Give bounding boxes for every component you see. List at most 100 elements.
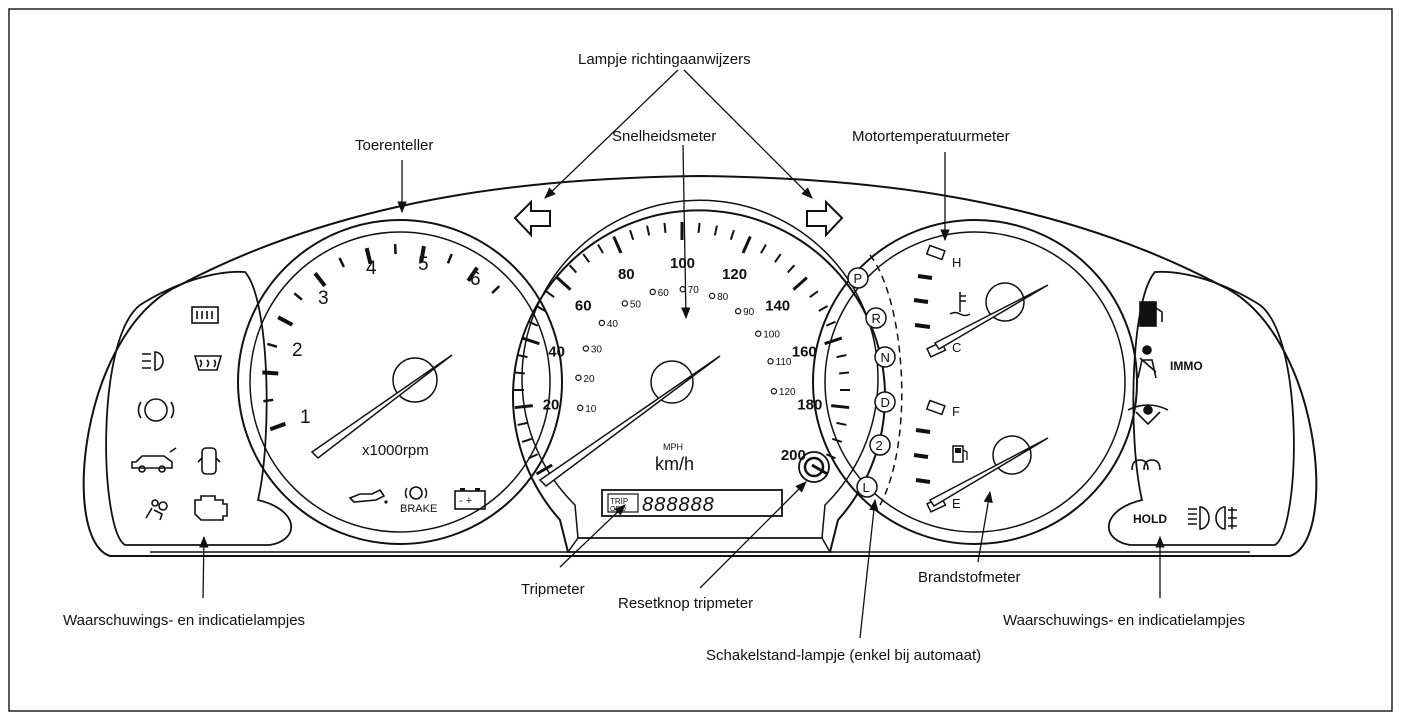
kmh-number: 40 [548,343,565,360]
speedo-tick [713,225,718,236]
oil-pressure-icon [348,488,388,504]
label-warning-left: Waarschuwings- en indicatielampjes [63,612,305,629]
speedo-bottom-plate [566,537,832,553]
mph-number: 100 [763,330,780,341]
speedo-tick [729,229,735,241]
speedo-tick [792,276,808,291]
speedo-tick [514,404,533,410]
rear-defrost-icon [191,306,219,324]
abs-icon [137,398,175,422]
label-gear-indicator: Schakelstand-lampje (enkel bij automaat) [706,647,981,664]
gear-ring [865,307,887,329]
tach-num-6: 6 [470,269,481,290]
fuel-full-label: F [952,404,960,419]
speedo-tick [774,253,782,263]
label-warning-right: Waarschuwings- en indicatielampjes [1003,612,1245,629]
fuel-hub [992,435,1032,475]
speedo-tick [824,336,843,346]
speedo-tick [646,225,651,236]
seatbelt-icon [1137,345,1157,379]
odometer-digits: 888888 [642,494,715,516]
right-panel-icons [1127,301,1237,530]
tach-tick [419,245,426,263]
tach-tick [263,398,274,403]
svg-text:- +: - + [459,495,472,507]
left-indicator-panel [105,270,293,546]
left-panel-icons [131,306,228,521]
tach-tick [466,266,479,282]
label-speedometer: Snelheidsmeter [612,128,716,145]
speedo-tick [535,463,553,476]
mph-dot [767,358,774,365]
tach-num-5: 5 [418,254,429,275]
mph-dot [582,345,590,352]
kmh-number: 160 [792,343,817,360]
speedometer-kmh-numbers: 20 40 60 80 100 120 140 160 180 200 [543,255,823,464]
mph-number: 70 [688,285,700,296]
tach-tick [338,257,346,268]
speedo-tick [786,264,796,274]
speedo-tick [836,354,847,359]
speedo-tick [697,222,701,233]
kmh-number: 60 [575,297,592,314]
tachometer-ticks [262,244,501,432]
speedo-needle [538,355,721,487]
label-fuel-gauge: Brandstofmeter [918,569,1021,586]
speedo-tick [741,235,752,254]
tach-tick [269,421,287,432]
coolant-warning-icon [1127,404,1169,426]
tach-tick [491,285,501,294]
mph-dot [598,319,606,327]
gear-ring [869,434,891,456]
battery-icon: - + [454,488,486,510]
kmh-number: 140 [765,297,790,314]
gear-letter: R [872,311,881,326]
gear-ring [874,346,896,368]
tach-num-4: 4 [366,258,377,279]
temp-needle [933,284,1049,351]
mph-dot [708,292,716,300]
mph-number: 120 [779,387,796,398]
speedo-tick [597,244,604,254]
kmh-number: 20 [543,396,560,413]
mph-number: 50 [630,299,642,310]
mph-dot [621,300,629,307]
kmh-number: 180 [797,396,822,413]
speedo-tick [514,371,525,375]
speedo-tick [836,421,847,426]
tach-unit: x1000rpm [362,442,429,459]
airbag-icon [145,499,168,521]
temp-ticks [913,274,933,329]
mph-number: 10 [585,404,597,415]
kmh-number: 200 [781,447,806,464]
speedo-tick [839,371,850,375]
speedo-tick [809,290,819,298]
speedo-tick [521,437,533,443]
tach-tick [267,342,278,348]
tach-tick [277,315,294,327]
immo-label: IMMO [1170,359,1203,373]
tach-tick [364,247,373,265]
mph-number: 110 [776,357,792,368]
speedo-tick [825,320,836,327]
mph-dot [734,308,742,315]
tach-tick [313,272,327,288]
trip-reset-knob[interactable] [798,451,830,483]
speedo-tick [556,276,572,291]
speedo-tick [663,222,667,233]
speedo-tick [536,305,546,312]
engine-check-icon [194,495,228,521]
trip-display: TRIP ODO 888888 [601,489,783,517]
mph-dot [649,288,656,296]
speedo-tick [760,244,767,254]
mph-dot [577,404,584,412]
mph-number: 80 [717,292,729,303]
speedo-tick [629,229,635,241]
car-security-icon [131,447,177,473]
fuel-empty-label: E [952,496,961,511]
tach-tick [446,253,453,264]
label-reset-knob: Resetknop tripmeter [618,595,753,612]
